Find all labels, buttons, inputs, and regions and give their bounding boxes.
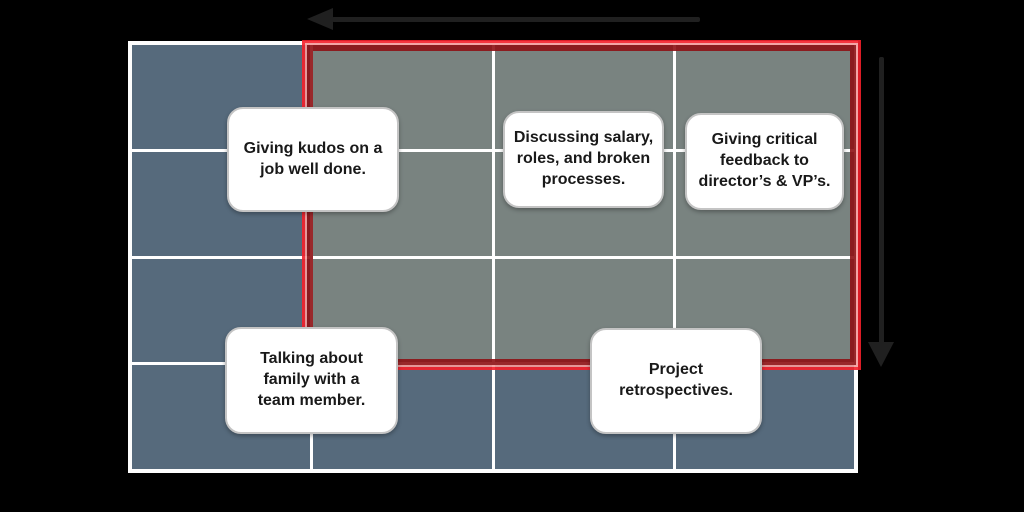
- card-talking-family: Talking about family with a team member.: [225, 327, 398, 434]
- card-discussing-salary: Discussing salary, roles, and broken pro…: [503, 111, 664, 208]
- card-project-retrospectives: Project retrospectives.: [590, 328, 762, 434]
- right-arrow-shaft: [879, 57, 884, 345]
- arrow-down-icon: [868, 342, 894, 367]
- arrow-left-icon: [307, 8, 333, 30]
- top-arrow-shaft: [332, 17, 700, 22]
- card-giving-kudos: Giving kudos on a job well done.: [227, 107, 399, 212]
- card-critical-feedback: Giving critical feedback to director’s &…: [685, 113, 844, 210]
